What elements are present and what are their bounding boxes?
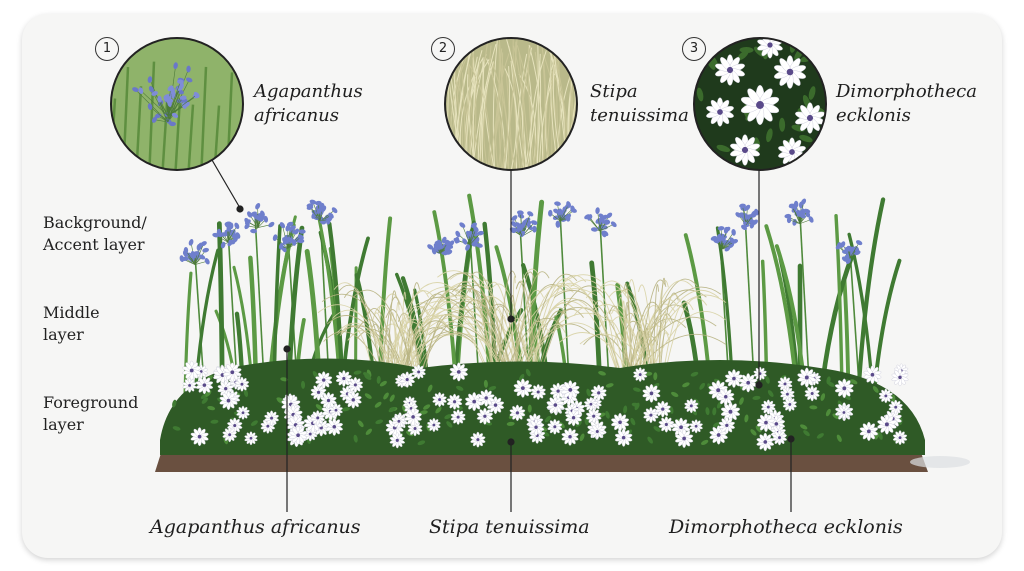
bottom-label-stipa: Stipa tenuissima bbox=[429, 516, 590, 538]
detail-circle-agapanthus bbox=[110, 37, 244, 171]
callout-name-dimorphotheca: Dimorphotheca ecklonis bbox=[836, 81, 977, 126]
dimorphotheca-foreground-mounds bbox=[160, 358, 925, 455]
callout-number-3: 3 bbox=[682, 37, 706, 61]
detail-circle-dimorphotheca bbox=[693, 37, 827, 171]
callout-name-stipa: Stipa tenuissima bbox=[590, 81, 689, 126]
leader-lines bbox=[211, 159, 795, 512]
bottom-label-agapanthus: Agapanthus africanus bbox=[150, 516, 361, 538]
bottom-label-dimorphotheca: Dimorphotheca ecklonis bbox=[669, 516, 903, 538]
callout-number-1: 1 bbox=[95, 37, 119, 61]
layer-label-foreground: Foreground layer bbox=[43, 393, 139, 434]
soil-bed bbox=[155, 450, 928, 472]
layer-label-middle: Middle layer bbox=[43, 303, 100, 344]
callout-number-2: 2 bbox=[431, 37, 455, 61]
callout-name-agapanthus: Agapanthus africanus bbox=[254, 81, 363, 126]
layer-label-background: Background/ Accent layer bbox=[43, 213, 147, 254]
